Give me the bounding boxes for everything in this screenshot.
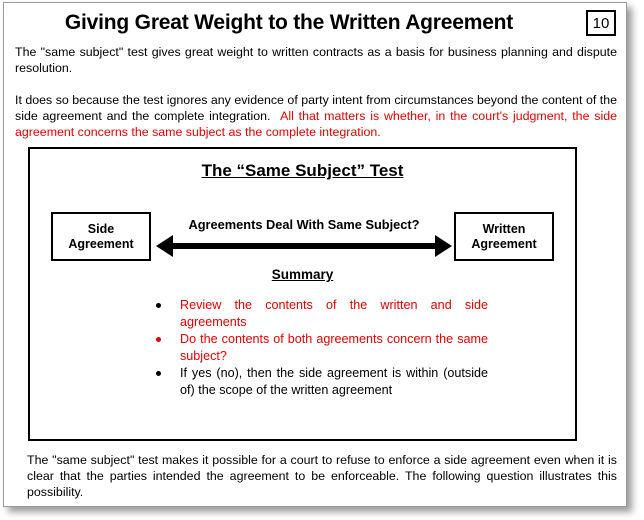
side-agreement-line-1: Side [87,221,115,236]
list-item: Review the contents of the written and s… [148,297,488,330]
bullet-dot-icon [156,303,161,308]
diagram-node-side-agreement: Side Agreement [51,212,151,261]
list-item-label: If yes (no), then the side agreement is … [180,366,488,397]
arrow-head-left-icon [156,235,173,257]
summary-heading: Summary [271,267,334,282]
list-item: If yes (no), then the side agreement is … [148,365,488,398]
arrow-head-right-icon [435,235,452,257]
list-item-label: Review the contents of the written and s… [180,298,488,329]
diagram-node-written-agreement: Written Agreement [454,212,554,261]
arrow-shaft [170,243,438,249]
page-number-value: 10 [592,14,610,32]
side-agreement-line-2: Agreement [68,236,134,251]
written-agreement-line-2: Agreement [471,236,537,251]
bullet-dot-icon [156,371,161,376]
summary-bullet-list: Review the contents of the written and s… [148,297,488,399]
bullet-dot-icon [156,337,161,342]
body-paragraph-2-black: It does so because the test ignores any … [15,93,617,123]
diagram-container: The “Same Subject” Test Side Agreement W… [28,147,577,441]
body-paragraph-1: The "same subject" test gives great weig… [15,45,617,75]
page-title: Giving Great Weight to the Written Agree… [64,11,514,34]
body-paragraph-2-highlight: All that matters is whether, in the cour… [15,109,617,139]
body-paragraph-2: It does so because the test ignores any … [15,92,617,140]
double-headed-arrow-icon [156,235,452,257]
diagram-title: The “Same Subject” Test [201,161,404,180]
diagram-arrow-label: Agreements Deal With Same Subject? [188,217,420,232]
written-agreement-line-1: Written [482,221,526,236]
page-number-badge: 10 [586,10,616,36]
slide-frame: Giving Great Weight to the Written Agree… [3,2,627,507]
footer-paragraph: The "same subject" test makes it possibl… [27,453,617,499]
list-item: Do the contents of both agreements conce… [148,331,488,364]
list-item-label: Do the contents of both agreements conce… [180,332,488,363]
